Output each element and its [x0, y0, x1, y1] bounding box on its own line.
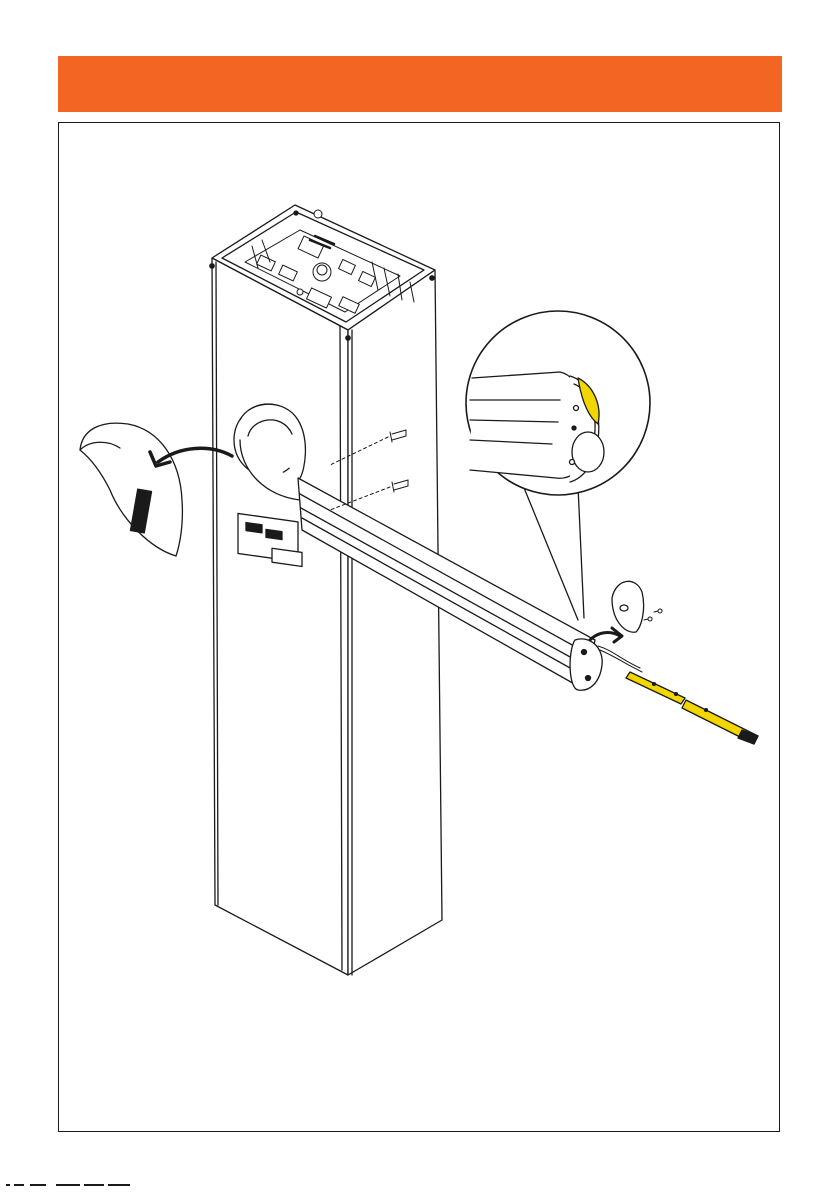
motor-cover-removed [80, 423, 182, 556]
arm-end-cap [612, 581, 644, 632]
end-cap-screws [644, 609, 662, 621]
footer-registration-marks [0, 1180, 840, 1192]
detail-magnifier [466, 311, 650, 620]
led-strip [598, 646, 758, 744]
